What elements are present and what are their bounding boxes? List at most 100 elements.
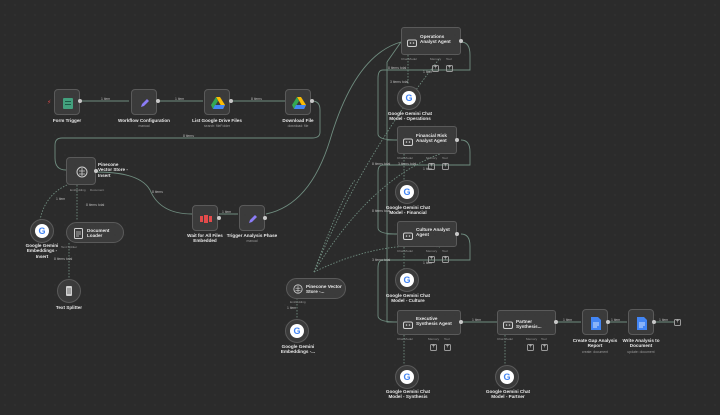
port-tool: Tool xyxy=(541,337,547,341)
add-tool-button[interactable]: + xyxy=(446,65,453,72)
write-document-node[interactable] xyxy=(628,309,654,335)
download-file-sub: download: file xyxy=(287,124,309,128)
google-drive-icon xyxy=(286,90,312,116)
edge-label: 8 items xyxy=(152,190,163,194)
gemini-synth-node[interactable]: G xyxy=(395,365,419,389)
pinecone-store-node[interactable]: Pinecone Vector Store -... xyxy=(286,278,346,299)
workflow-config-node[interactable] xyxy=(131,89,157,115)
add-memory-button[interactable]: + xyxy=(527,344,534,351)
robot-icon xyxy=(406,36,418,48)
document-loader-node[interactable]: Document Loader xyxy=(66,222,124,243)
add-memory-button[interactable]: + xyxy=(430,344,437,351)
trigger-analysis-sub: manual xyxy=(246,239,258,243)
output-handle[interactable] xyxy=(263,216,267,220)
gemini-ops-label: Google Gemini Chat Model - Operations xyxy=(387,111,433,122)
financial-agent-node[interactable]: Financial Risk Analyst Agent xyxy=(397,126,457,154)
text-splitter-node[interactable] xyxy=(57,279,81,303)
output-handle[interactable] xyxy=(459,320,463,324)
edge-label: 8 items xyxy=(183,134,194,138)
write-doc-sub: update: document xyxy=(627,350,655,354)
form-trigger-node[interactable] xyxy=(54,89,80,115)
output-handle[interactable] xyxy=(652,320,656,324)
output-handle[interactable] xyxy=(94,169,98,173)
google-docs-icon xyxy=(583,310,609,336)
create-report-sub: create: document xyxy=(581,350,609,354)
partner-agent-node[interactable]: Partner Synthesis... xyxy=(497,310,556,335)
edge-label: 3 items total xyxy=(398,162,417,166)
google-icon: G xyxy=(286,320,308,342)
google-drive-icon xyxy=(205,90,231,116)
workflow-config-sub: manual xyxy=(138,124,150,128)
edge-label: 1 item xyxy=(472,318,482,322)
edge-label: 1 item xyxy=(563,318,573,322)
download-file-node[interactable] xyxy=(285,89,311,115)
add-tool-button[interactable]: + xyxy=(442,163,449,170)
trigger-analysis-label: Trigger Analysis Phase xyxy=(226,233,278,238)
port-embedding: Embedding xyxy=(70,188,86,192)
port-chat-model: Chat Model xyxy=(497,337,513,341)
output-handle[interactable] xyxy=(156,99,160,103)
output-handle[interactable] xyxy=(455,138,459,142)
gemini-embeddings-insert-node[interactable]: G xyxy=(30,219,54,243)
port-memory: Memory xyxy=(426,249,438,253)
output-handle[interactable] xyxy=(459,39,463,43)
port-tool: Tool xyxy=(442,156,448,160)
edge-label: 3 items total xyxy=(372,258,391,262)
write-doc-label: Write Analysis to Document xyxy=(622,338,660,349)
add-tool-button[interactable]: + xyxy=(442,256,449,263)
port-chat-model: Chat Model xyxy=(397,156,413,160)
edge-label: 1 item xyxy=(659,318,669,322)
workflow-config-label: Workflow Configuration xyxy=(118,118,170,123)
port-tool: Tool xyxy=(444,337,450,341)
document-icon xyxy=(71,226,85,240)
add-memory-button[interactable]: + xyxy=(432,65,439,72)
robot-icon xyxy=(402,229,414,241)
output-handle[interactable] xyxy=(229,99,233,103)
output-handle[interactable] xyxy=(217,216,221,220)
gemini-ops-node[interactable]: G xyxy=(397,86,421,110)
google-icon: G xyxy=(396,269,418,291)
edge-label: 1 item xyxy=(287,306,297,310)
output-handle[interactable] xyxy=(310,99,314,103)
culture-agent-node[interactable]: Culture Analyst Agent xyxy=(397,221,457,247)
form-trigger-label: Form Trigger xyxy=(52,118,82,123)
pinecone-insert-label: Pinecone Vector Store - Insert xyxy=(98,162,128,178)
robot-icon xyxy=(502,318,514,330)
operations-agent-node[interactable]: Operations Analyst Agent xyxy=(401,27,461,55)
operations-agent-label: Operations Analyst Agent xyxy=(420,34,451,45)
create-report-label: Create Gap Analysis Report xyxy=(572,338,618,349)
gemini-culture-node[interactable]: G xyxy=(395,268,419,292)
list-drive-files-node[interactable] xyxy=(204,89,230,115)
add-tool-button[interactable]: + xyxy=(444,344,451,351)
add-tool-button[interactable]: + xyxy=(541,344,548,351)
add-memory-button[interactable]: + xyxy=(428,163,435,170)
wait-files-node[interactable] xyxy=(192,205,218,231)
output-handle[interactable] xyxy=(78,99,82,103)
pencil-icon xyxy=(132,90,158,116)
edge-label: 1 item xyxy=(423,70,433,74)
google-icon: G xyxy=(398,87,420,109)
trigger-analysis-node[interactable] xyxy=(239,205,265,231)
financial-agent-label: Financial Risk Analyst Agent xyxy=(416,133,447,144)
executive-agent-node[interactable]: Executive Synthesis Agent xyxy=(397,310,461,335)
create-report-node[interactable] xyxy=(582,309,608,335)
edge-label: 1 item xyxy=(101,97,111,101)
list-drive-sub: search: fileFolder xyxy=(203,124,230,128)
output-handle[interactable] xyxy=(455,232,459,236)
add-memory-button[interactable]: + xyxy=(428,256,435,263)
pinecone-insert-node[interactable] xyxy=(66,157,96,185)
output-handle[interactable] xyxy=(606,320,610,324)
text-splitter-label: Text Splitter xyxy=(55,305,83,310)
add-node-button[interactable]: + xyxy=(674,319,681,326)
edge-label: 1 item xyxy=(56,197,66,201)
gemini-insert-label: Google Gemini Embeddings - Insert xyxy=(25,243,59,259)
gemini-embeddings-label: Google Gemini Embeddings -... xyxy=(280,344,316,355)
gemini-fin-node[interactable]: G xyxy=(395,180,419,204)
output-handle[interactable] xyxy=(554,320,558,324)
pinecone-icon xyxy=(291,282,305,296)
gemini-partner-node[interactable]: G xyxy=(495,365,519,389)
edge-label: 1 item xyxy=(175,97,185,101)
gemini-embeddings-node[interactable]: G xyxy=(285,319,309,343)
